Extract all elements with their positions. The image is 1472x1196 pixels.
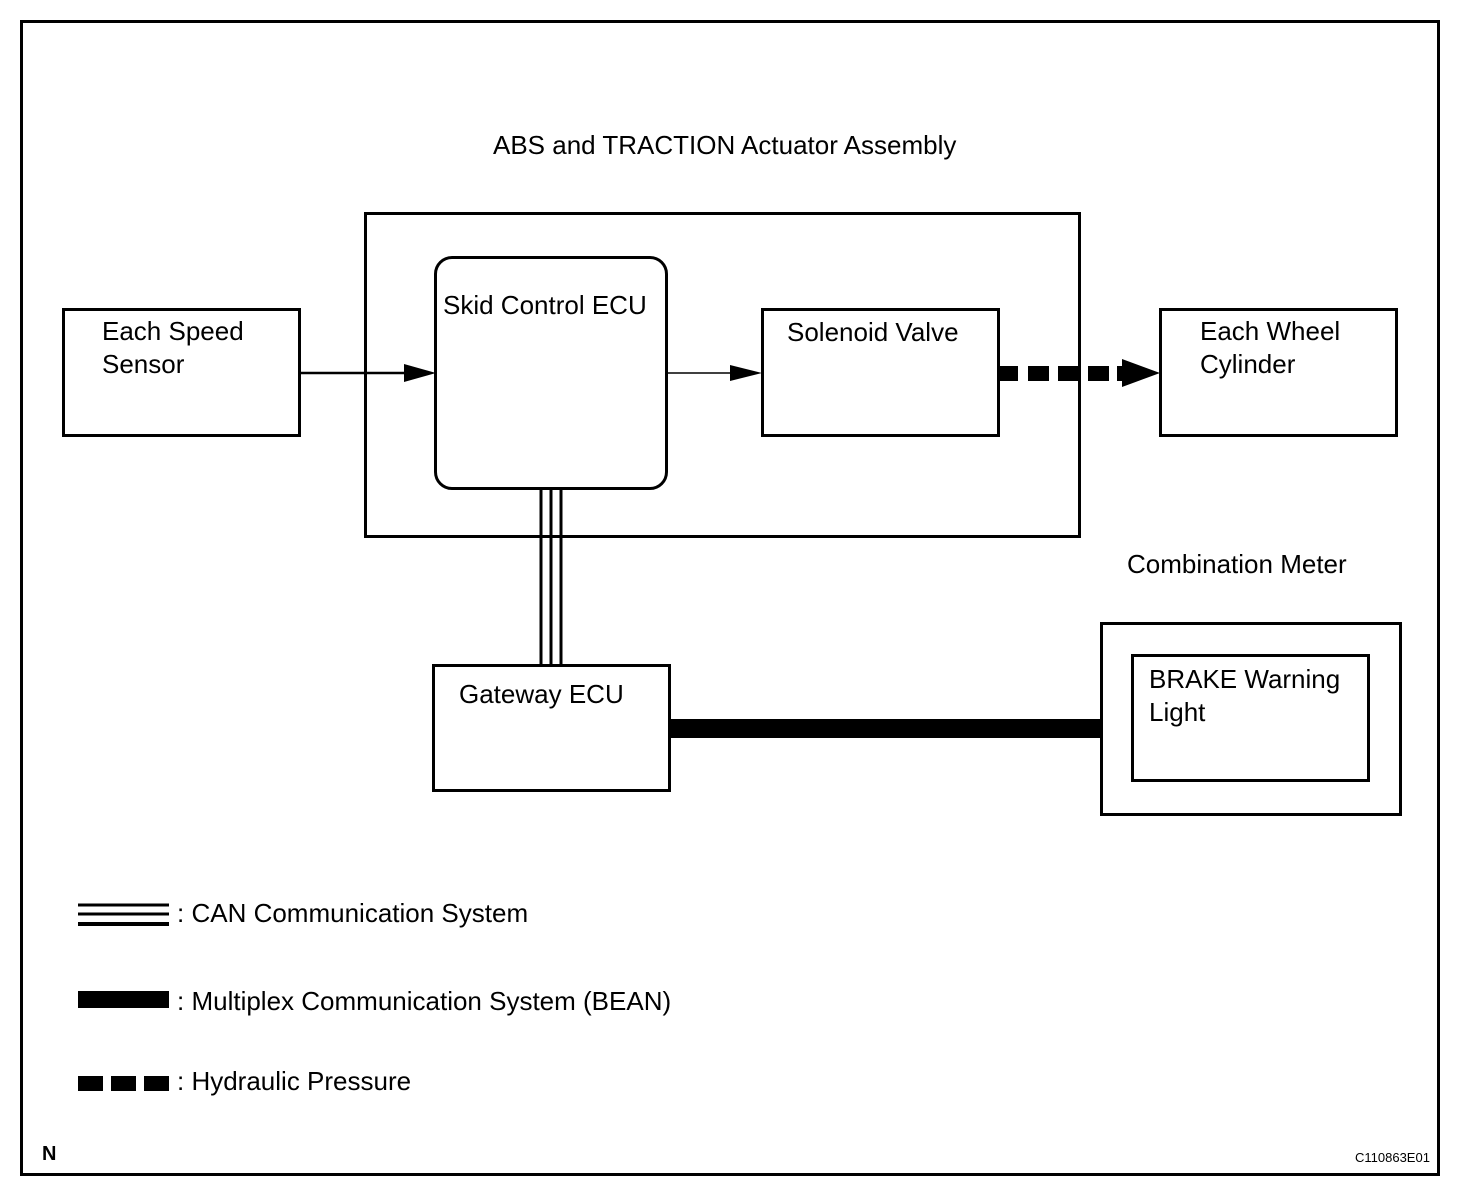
legend-bean-label: : Multiplex Communication System (BEAN) [177,986,672,1016]
legend-hydraulic-label: : Hydraulic Pressure [177,1066,412,1096]
hydraulic-dash [1058,366,1079,381]
hydraulic-dash [1000,366,1018,381]
skid-control-ecu-label: Skid Control ECU [443,290,647,320]
wheel-cylinder-label: Each Wheel Cylinder [1200,316,1341,379]
brake-warning-light-label: BRAKE Warning Light [1149,664,1341,727]
legend-hydraulic-symbol [78,1076,103,1091]
hydraulic-dash [1117,366,1125,381]
skid-control-ecu-box [434,256,668,490]
legend-hydraulic-symbol [144,1076,169,1091]
speed-sensor-box [62,308,301,437]
sensor-to-ecu-arrowhead [404,364,436,382]
diagram-frame [20,20,1440,1176]
legend-bean-symbol [78,991,169,1008]
solenoid-valve-box [761,308,1000,437]
legend-hydraulic-symbol [111,1076,136,1091]
corner-mark: N [42,1143,57,1165]
actuator-assembly-title: ABS and TRACTION Actuator Assembly [493,130,957,160]
hydraulic-dash [1088,366,1109,381]
brake-warning-light-box [1131,654,1370,782]
ecu-to-solenoid-arrowhead [730,365,762,381]
gateway-ecu-label: Gateway ECU [459,679,624,709]
bean-line [671,719,1101,738]
gateway-ecu-box [432,664,671,792]
combination-meter-label: Combination Meter [1127,549,1347,579]
wheel-cylinder-box [1159,308,1398,437]
hydraulic-dash [1028,366,1049,381]
speed-sensor-label: Each Speed Sensor [102,316,244,379]
figure-id: C110863E01 [1355,1150,1430,1165]
solenoid-valve-label: Solenoid Valve [787,317,959,347]
hydraulic-arrowhead [1122,359,1160,387]
legend-can-label: : CAN Communication System [177,898,529,928]
